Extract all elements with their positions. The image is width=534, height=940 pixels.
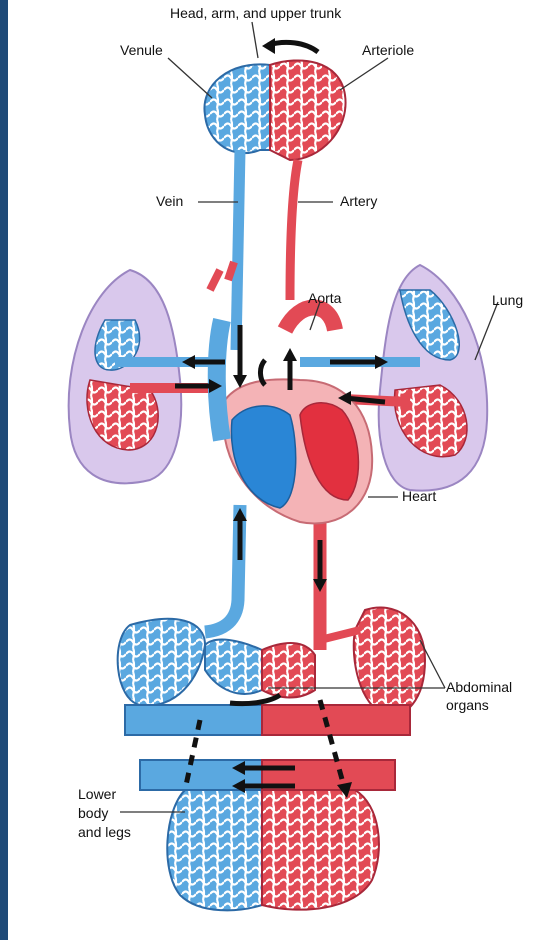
right-lung <box>379 265 487 491</box>
label-lower-line1: Lower <box>78 786 116 802</box>
label-head-region: Head, arm, and upper trunk <box>170 5 341 21</box>
label-vein: Vein <box>156 193 183 209</box>
label-aorta: Aorta <box>308 290 341 306</box>
label-artery: Artery <box>340 193 377 209</box>
label-heart: Heart <box>402 488 436 504</box>
lower-capillary-bed <box>125 705 410 910</box>
left-lung <box>69 270 182 483</box>
label-abdominal-line1: Abdominal <box>446 679 512 695</box>
label-lower-line3: and legs <box>78 824 131 840</box>
label-abdominal-line2: organs <box>446 697 489 713</box>
label-venule: Venule <box>120 42 163 58</box>
label-arteriole: Arteriole <box>362 42 414 58</box>
label-lung: Lung <box>492 292 523 308</box>
upper-capillary-bed <box>204 60 345 160</box>
label-lower-line2: body <box>78 805 108 821</box>
